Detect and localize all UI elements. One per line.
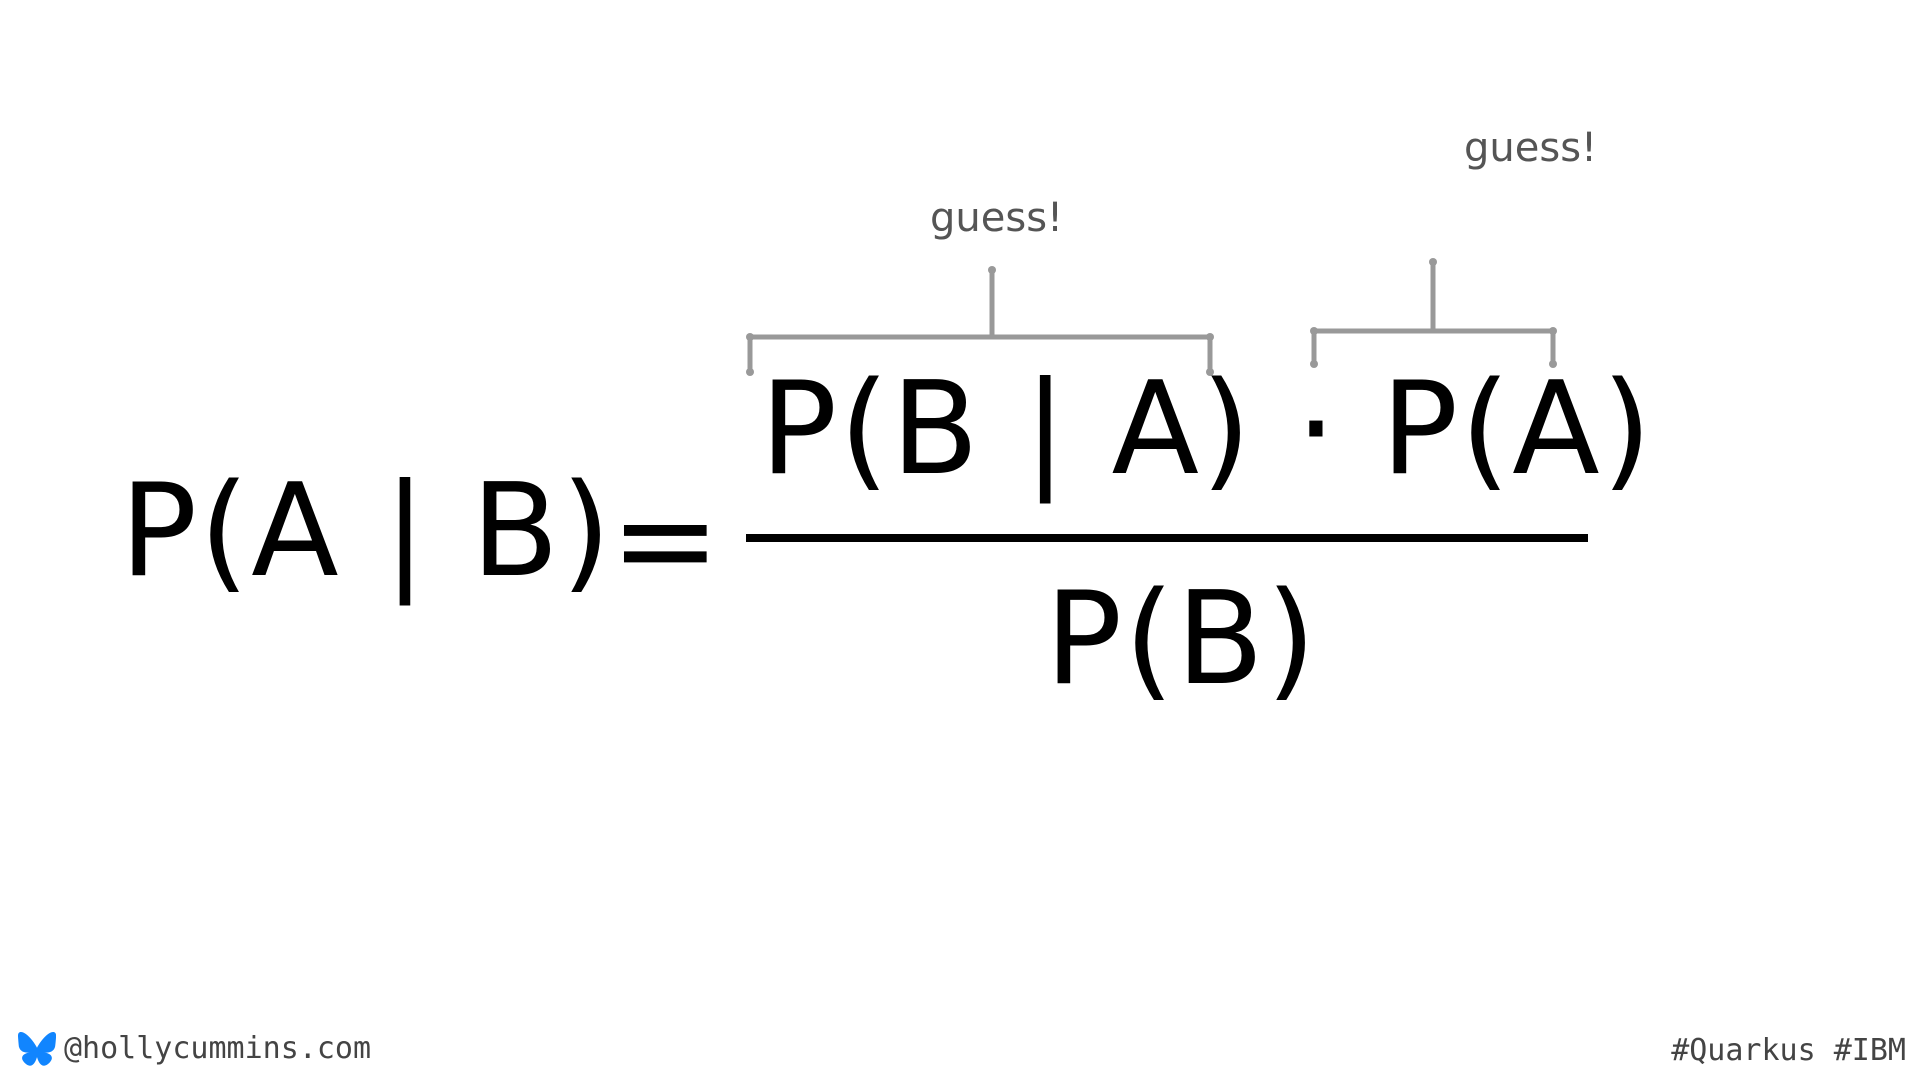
fraction-bar [746,534,1588,542]
formula-numerator: P(B | A) · P(A) [760,355,1654,504]
annotation-guess-prior: guess! [1464,125,1598,171]
footer-handle[interactable]: @hollycummins.com [64,1031,372,1066]
annotation-guess-likelihood: guess! [930,195,1064,241]
bracket-prior-dots [1310,258,1557,368]
bracket-prior [1311,259,1556,367]
footer-left: @hollycummins.com [18,1032,371,1066]
formula-equals: = [610,463,721,617]
formula-denominator: P(B) [1045,565,1318,714]
butterfly-icon [18,1032,56,1066]
formula-lhs: P(A | B) [120,457,613,606]
footer-hashtags: #Quarkus #IBM [1671,1033,1906,1068]
